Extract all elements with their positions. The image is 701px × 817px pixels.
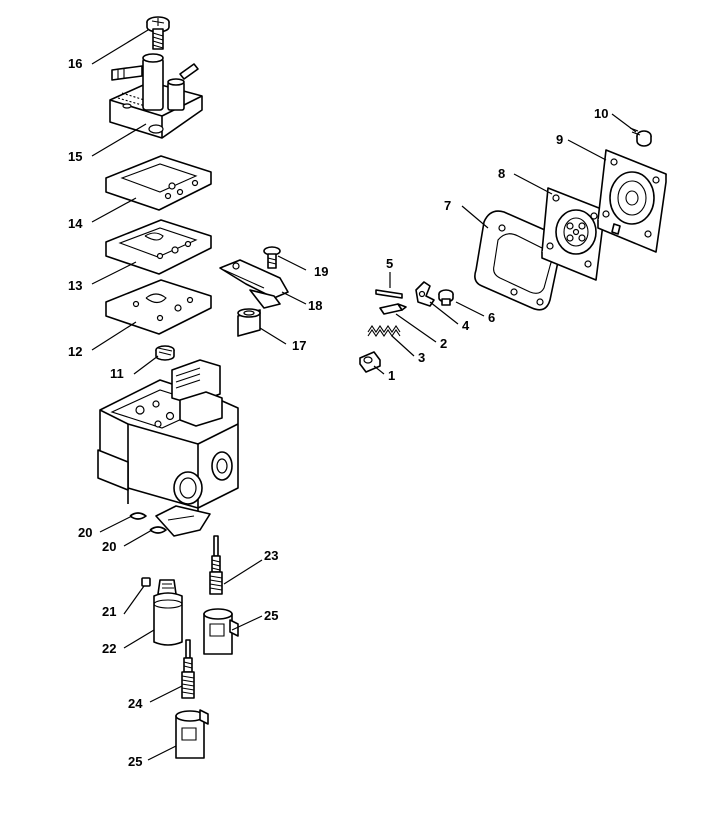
label-16: 16 (68, 56, 82, 71)
part-9-cover[interactable] (597, 149, 667, 253)
part-12-gasket[interactable] (105, 279, 212, 335)
part-2-needle[interactable] (379, 303, 407, 315)
part-23-adjusting-screw[interactable] (209, 535, 223, 595)
part-3-spring[interactable] (367, 325, 401, 337)
part-21-pin[interactable] (141, 577, 151, 587)
leader-lines (91, 29, 637, 761)
label-23: 23 (264, 548, 278, 563)
label-3: 3 (418, 350, 425, 365)
part-14-gasket[interactable] (105, 155, 212, 211)
part-25-limiter-cap-lower[interactable] (175, 709, 209, 759)
label-15: 15 (68, 149, 82, 164)
part-7-gasket[interactable] (474, 210, 562, 311)
label-18: 18 (308, 298, 322, 313)
label-5: 5 (386, 256, 393, 271)
part-15-pump-cover[interactable] (109, 53, 203, 139)
part-25-limiter-cap-upper[interactable] (203, 608, 239, 655)
label-8: 8 (498, 166, 505, 181)
part-24-adjusting-screw[interactable] (181, 639, 195, 699)
label-1: 1 (388, 368, 395, 383)
part-6-screw[interactable] (438, 289, 454, 306)
label-22: 22 (102, 641, 116, 656)
label-14: 14 (68, 216, 83, 231)
label-19: 19 (314, 264, 328, 279)
part-11-strainer[interactable] (155, 345, 175, 361)
part-19-screw[interactable] (263, 246, 281, 269)
label-20-upper: 20 (78, 525, 92, 540)
part-18-lever[interactable] (219, 259, 289, 309)
label-12: 12 (68, 344, 82, 359)
part-20-clip-upper[interactable] (129, 512, 147, 520)
label-11: 11 (110, 366, 124, 381)
part-5-pin[interactable] (375, 289, 403, 299)
label-2: 2 (440, 336, 447, 351)
label-13: 13 (68, 278, 82, 293)
label-24: 24 (128, 696, 143, 711)
part-8-diaphragm[interactable] (541, 187, 605, 281)
part-13-gasket[interactable] (105, 219, 212, 275)
label-4: 4 (462, 318, 470, 333)
label-17: 17 (292, 338, 306, 353)
carburetor-body[interactable] (97, 359, 239, 537)
part-20-clip-lower[interactable] (149, 526, 167, 534)
part-10-screw[interactable] (629, 127, 652, 147)
part-16-screw[interactable] (146, 16, 170, 50)
label-10: 10 (594, 106, 608, 121)
label-9: 9 (556, 132, 563, 147)
label-6: 6 (488, 310, 495, 325)
part-4-lever[interactable] (415, 281, 435, 307)
label-21: 21 (102, 604, 116, 619)
part-labels: 16 15 14 13 12 11 19 18 17 5 2 3 4 6 1 7… (68, 56, 608, 769)
label-25-upper: 25 (264, 608, 278, 623)
label-7: 7 (444, 198, 451, 213)
part-22-plug[interactable] (153, 579, 183, 646)
label-20-lower: 20 (102, 539, 116, 554)
part-17-bushing[interactable] (237, 308, 261, 337)
label-25-lower: 25 (128, 754, 142, 769)
